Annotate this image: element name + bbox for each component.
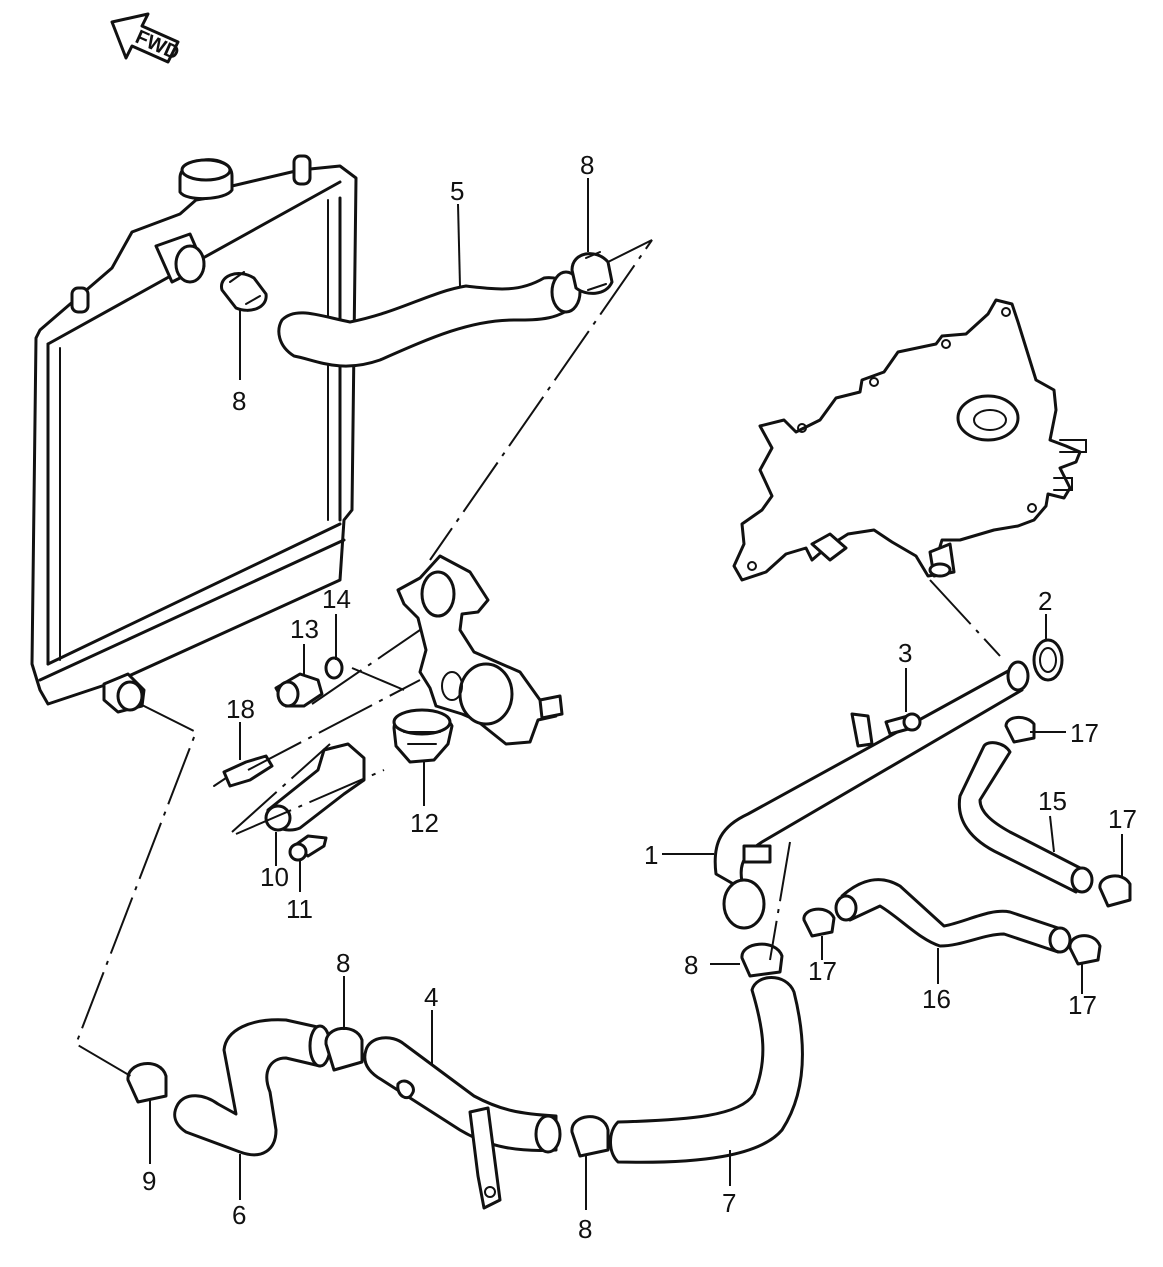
hose-clamp-lower-right: [570, 1115, 610, 1158]
lower-hose-4: [363, 1036, 562, 1210]
o-ring: [1032, 638, 1064, 682]
callout-12: 12: [410, 808, 439, 838]
upper-radiator-hose: [277, 270, 582, 368]
callout-2: 2: [1038, 586, 1052, 616]
callout-5: 5: [450, 176, 464, 206]
thermostat: [392, 708, 454, 764]
callout-17-middle: 17: [808, 956, 837, 986]
callout-8-lower-left: 8: [336, 948, 350, 978]
hose-clamp-17-middle: [802, 907, 836, 938]
callout-13: 13: [290, 614, 319, 644]
radiator: [30, 154, 358, 714]
bolt-3: [884, 712, 922, 736]
callout-15: 15: [1038, 786, 1067, 816]
hose-clamp-17-bottom: [1068, 934, 1102, 966]
hose-clamp-lower-left: [324, 1026, 364, 1072]
callout-4: 4: [424, 982, 438, 1012]
hose-clamp-center: [740, 942, 784, 978]
hose-clamp-17-top: [1004, 716, 1036, 744]
bolt-11: [288, 834, 328, 862]
water-inlet-pipe: [713, 660, 1030, 930]
hose-clamp-upper-left: [220, 271, 268, 312]
callout-8-upper-right: 8: [580, 150, 594, 180]
callout-8-lower-right: 8: [578, 1214, 592, 1244]
callout-17-bottom: 17: [1068, 990, 1097, 1020]
callout-8-center: 8: [684, 950, 698, 980]
callout-8-upper-left: 8: [232, 386, 246, 416]
hose-clamp-17-right: [1098, 874, 1132, 908]
callout-18: 18: [226, 694, 255, 724]
callout-1: 1: [644, 840, 658, 870]
heater-hose-16: [834, 878, 1072, 954]
temperature-gauge-sensor: [213, 754, 274, 788]
forward-arrow-icon: FWD: [110, 12, 182, 65]
callout-16: 16: [922, 984, 951, 1014]
connection-lines: [74, 239, 1001, 1079]
thermostat-housing: [396, 554, 564, 746]
gasket: [324, 656, 344, 680]
callout-17-top: 17: [1070, 718, 1099, 748]
callout-9: 9: [142, 1166, 156, 1196]
heater-hose-15: [957, 741, 1094, 894]
hose-clamp-upper-right: [570, 251, 614, 295]
water-pump-housing: [732, 298, 1087, 582]
callout-10: 10: [260, 862, 289, 892]
callout-14: 14: [322, 584, 351, 614]
hose-clamp-9: [126, 1062, 168, 1104]
callout-6: 6: [232, 1200, 246, 1230]
callout-17-right: 17: [1108, 804, 1137, 834]
temperature-switch: [274, 672, 324, 708]
callout-3: 3: [898, 638, 912, 668]
lower-hose-7: [609, 976, 804, 1164]
leader-lines: [149, 178, 1123, 1210]
callout-11: 11: [286, 894, 313, 924]
lower-hose-6: [173, 1018, 332, 1157]
callout-labels: 5 8 8 14 13 18 12 10 11 2 3 17 15 17 1 8…: [142, 150, 1137, 1244]
callout-7: 7: [722, 1188, 736, 1218]
